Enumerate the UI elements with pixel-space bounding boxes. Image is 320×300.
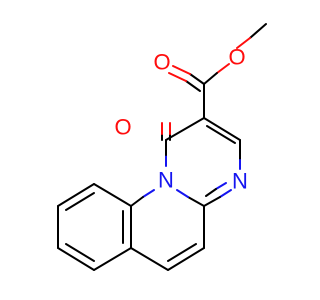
bond-ring-c3-c2	[203, 117, 241, 141]
bond-nbr-c9	[130, 196, 144, 207]
bond-benzo-c6-c5-inner	[65, 243, 95, 262]
bond-c5-c4a	[130, 247, 169, 271]
bond-c6-c5-inner	[167, 243, 197, 262]
bond-benzo-c5-c4a	[93, 247, 132, 271]
bond-methyl-o	[249, 23, 267, 39]
bond-ester-co-1-red	[172, 65, 191, 75]
bond-benzo-c9-c8	[93, 183, 132, 207]
bond-benzo-c8-c7	[57, 183, 95, 207]
bond-ring-n-c9a-inner	[205, 188, 217, 197]
bond-ring-n-c9a-blue	[219, 189, 232, 198]
bond-benzo-c6-c5	[57, 247, 95, 271]
atom-o-ester-ether: O	[228, 45, 245, 70]
atom-o-ring-carbonyl: O	[114, 115, 131, 140]
atom-n-bridgehead: N	[158, 168, 174, 193]
bond-ring-n-c9a-inner-blue	[215, 182, 227, 190]
bond-o-ccarbonyl-red	[216, 63, 230, 74]
bond-ester-co-1	[189, 73, 205, 85]
bond-ester-co-2	[185, 80, 201, 92]
bond-benzo-c8-c7-inner	[65, 192, 95, 211]
atom-o-ester-carbonyl: O	[153, 50, 170, 75]
atom-n-pyrimidine: N	[232, 169, 248, 194]
bond-ring-n-c9a	[203, 196, 221, 207]
molecule-structure: O O O N N	[57, 23, 267, 271]
bond-ring-c3-c2-inner	[206, 125, 236, 144]
bond-nbr-c9-blue	[142, 189, 155, 198]
bond-c6-c5	[167, 247, 205, 271]
bond-ester-co-2-red	[168, 72, 187, 82]
bond-o-ccarbonyl	[203, 72, 218, 85]
bond-ring-c9a-nbr-blue	[176, 189, 189, 198]
bond-methyl-o-red	[236, 37, 251, 49]
bond-ring-c3-c4	[165, 117, 205, 141]
bond-ring-c9a-nbr	[187, 196, 205, 207]
